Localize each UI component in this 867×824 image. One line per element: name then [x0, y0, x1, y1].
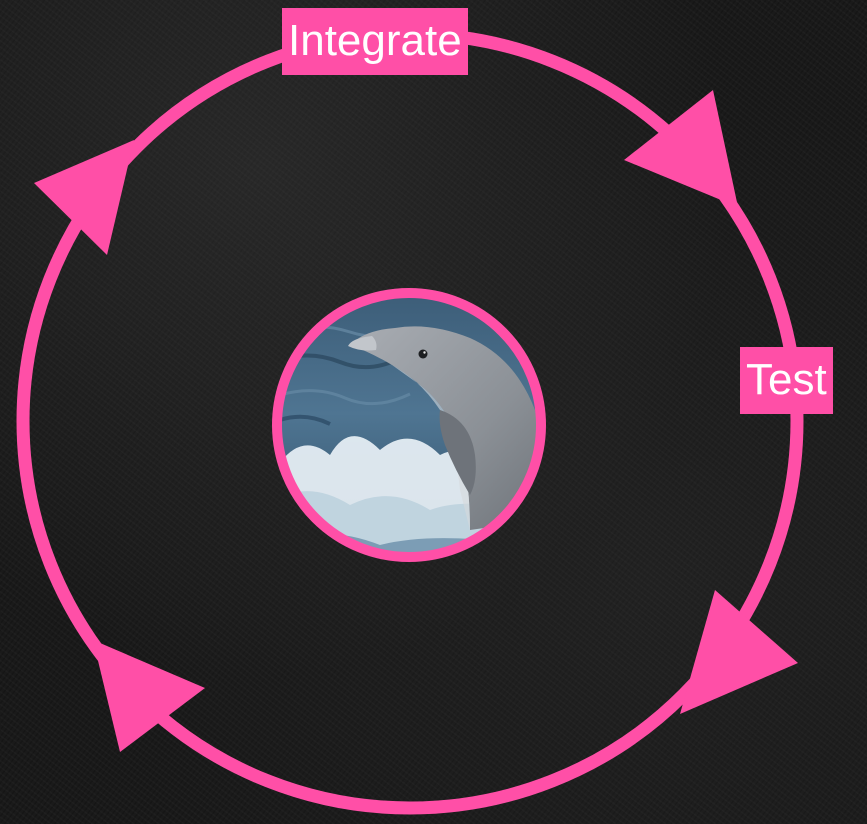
step-label-integrate: Integrate — [282, 8, 468, 75]
step-label-test: Test — [740, 347, 833, 414]
center-photo-frame — [272, 288, 546, 562]
arrowhead-bottom-left — [93, 640, 205, 752]
arrowhead-bottom-right — [680, 590, 798, 714]
arrowhead-top-right — [624, 90, 738, 207]
arrowhead-top-left — [34, 140, 134, 255]
